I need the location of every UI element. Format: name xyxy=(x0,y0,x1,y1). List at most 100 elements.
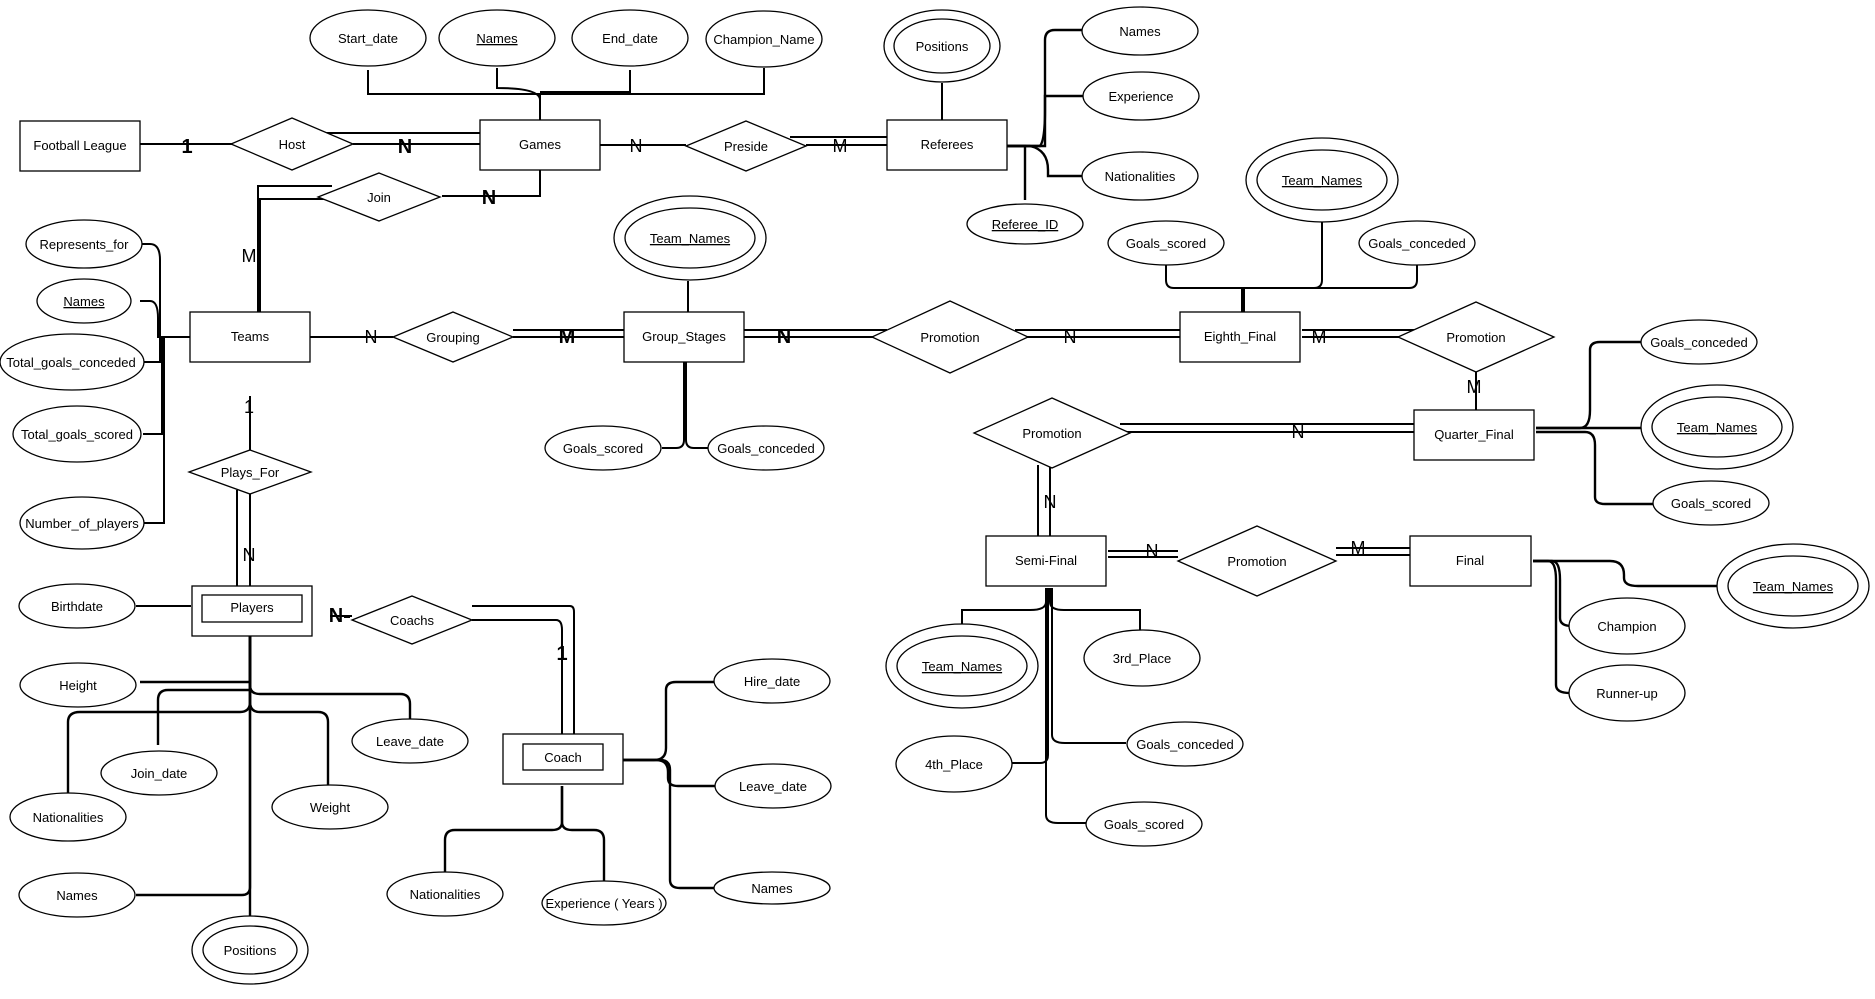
promotion-relationship-eighth-to-quarter: Promotion xyxy=(1396,301,1556,373)
cardinality-coachs-coach: 1 xyxy=(556,643,567,665)
svg-text:Referees: Referees xyxy=(921,137,974,152)
quarter-team-names-multivalued-key-attribute: Team_Names xyxy=(1640,384,1794,470)
teams-represents-for-attribute: Represents_for xyxy=(25,219,143,269)
svg-text:Experience ( Years ): Experience ( Years ) xyxy=(545,896,662,911)
svg-text:Goals_scored: Goals_scored xyxy=(1671,496,1751,511)
cardinality-labels: 1 N N M N M N M N N M M N N N M 1 N N 1 xyxy=(181,136,1481,665)
games-entity: Games xyxy=(479,119,601,171)
group-goals-scored-attribute: Goals_scored xyxy=(544,425,662,471)
players-leave-date-attribute: Leave_date xyxy=(351,718,469,764)
svg-text:Promotion: Promotion xyxy=(1446,330,1505,345)
svg-text:Names: Names xyxy=(56,888,98,903)
svg-text:Positions: Positions xyxy=(224,943,277,958)
coachs-relationship: Coachs xyxy=(350,595,474,645)
svg-text:Runner-up: Runner-up xyxy=(1596,686,1657,701)
promotion-relationship-quarter-to-semi: Promotion xyxy=(972,397,1132,469)
svg-text:Coach: Coach xyxy=(544,750,582,765)
svg-text:Games: Games xyxy=(519,137,561,152)
svg-text:Height: Height xyxy=(59,678,97,693)
svg-text:Eighth_Final: Eighth_Final xyxy=(1204,329,1276,344)
semi-4th-place-attribute: 4th_Place xyxy=(895,735,1013,793)
svg-text:Players: Players xyxy=(230,600,274,615)
svg-text:Goals_scored: Goals_scored xyxy=(1126,236,1206,251)
cardinality-promotion-eighth: N xyxy=(1064,327,1077,347)
svg-text:Join_date: Join_date xyxy=(131,766,187,781)
cardinality-semi-promotion: N xyxy=(1146,541,1159,561)
svg-text:Number_of_players: Number_of_players xyxy=(25,516,139,531)
referees-entity: Referees xyxy=(886,119,1008,171)
teams-names-key-attribute: Names xyxy=(36,278,132,324)
teams-number-of-players-attribute: Number_of_players xyxy=(19,496,145,550)
final-team-names-multivalued-key-attribute: Team_Names xyxy=(1716,543,1870,629)
svg-text:Nationalities: Nationalities xyxy=(410,887,481,902)
semi-team-names-multivalued-key-attribute: Team_Names xyxy=(885,623,1039,709)
svg-text:Teams: Teams xyxy=(231,329,270,344)
svg-text:Champion_Name: Champion_Name xyxy=(713,32,814,47)
cardinality-group-promotion: N xyxy=(777,326,791,348)
coach-nationalities-attribute: Nationalities xyxy=(386,871,504,917)
svg-text:Grouping: Grouping xyxy=(426,330,479,345)
svg-text:End_date: End_date xyxy=(602,31,658,46)
cardinality-plays-for-players: N xyxy=(243,545,256,565)
svg-text:3rd_Place: 3rd_Place xyxy=(1113,651,1172,666)
svg-text:Promotion: Promotion xyxy=(1022,426,1081,441)
svg-text:Goals_scored: Goals_scored xyxy=(1104,817,1184,832)
svg-text:4th_Place: 4th_Place xyxy=(925,757,983,772)
svg-text:Team_Names: Team_Names xyxy=(1282,173,1363,188)
cardinality-promotion-quarter: N xyxy=(1292,422,1305,442)
join-relationship: Join xyxy=(316,172,442,222)
svg-text:Goals_conceded: Goals_conceded xyxy=(717,441,815,456)
football-league-entity: Football League xyxy=(19,120,141,172)
svg-text:Referee_ID: Referee_ID xyxy=(992,217,1058,232)
teams-entity: Teams xyxy=(189,311,311,363)
svg-text:Nationalities: Nationalities xyxy=(1105,169,1176,184)
svg-text:Leave_date: Leave_date xyxy=(739,779,807,794)
referees-names-attribute: Names xyxy=(1081,6,1199,56)
svg-text:Experience: Experience xyxy=(1108,89,1173,104)
svg-text:Goals_scored: Goals_scored xyxy=(563,441,643,456)
svg-text:Team_Names: Team_Names xyxy=(1753,579,1834,594)
svg-text:Join: Join xyxy=(367,190,391,205)
final-entity: Final xyxy=(1409,535,1532,587)
svg-text:Quarter_Final: Quarter_Final xyxy=(1434,427,1514,442)
svg-text:Champion: Champion xyxy=(1597,619,1656,634)
referees-nationalities-attribute: Nationalities xyxy=(1081,151,1199,201)
svg-text:Names: Names xyxy=(63,294,105,309)
svg-text:Total_goals_scored: Total_goals_scored xyxy=(21,427,133,442)
plays-for-relationship: Plays_For xyxy=(187,449,313,495)
cardinality-grouping-group: M xyxy=(559,326,576,348)
grouping-relationship: Grouping xyxy=(391,311,515,363)
svg-text:Total_goals_conceded: Total_goals_conceded xyxy=(6,355,135,370)
coach-weak-entity: Coach xyxy=(502,733,624,785)
cardinality-promotion-final: M xyxy=(1351,538,1366,558)
teams-total-goals-conceded-attribute: Total_goals_conceded xyxy=(0,333,145,391)
cardinality-preside-referees: M xyxy=(833,136,848,156)
group-stages-entity: Group_Stages xyxy=(623,311,745,363)
games-end-date-attribute: End_date xyxy=(571,9,689,67)
svg-text:Names: Names xyxy=(476,31,518,46)
players-names-attribute: Names xyxy=(18,872,136,918)
svg-text:Coachs: Coachs xyxy=(390,613,435,628)
svg-text:Goals_conceded: Goals_conceded xyxy=(1368,236,1466,251)
players-weak-entity: Players xyxy=(191,585,313,637)
svg-text:Goals_conceded: Goals_conceded xyxy=(1136,737,1234,752)
referees-experience-attribute: Experience xyxy=(1082,71,1200,121)
svg-text:Represents_for: Represents_for xyxy=(40,237,130,252)
cardinality-games-preside: N xyxy=(630,136,643,156)
cardinality-host-games: N xyxy=(398,136,412,158)
cardinality-teams-join: M xyxy=(242,246,257,266)
svg-text:Preside: Preside xyxy=(724,139,768,154)
coach-leave-date-attribute: Leave_date xyxy=(714,763,832,809)
quarter-goals-scored-attribute: Goals_scored xyxy=(1652,480,1770,526)
referees-id-key-attribute: Referee_ID xyxy=(966,203,1084,245)
svg-text:Final: Final xyxy=(1456,553,1484,568)
svg-text:Start_date: Start_date xyxy=(338,31,398,46)
eighth-goals-conceded-attribute: Goals_conceded xyxy=(1358,220,1476,266)
svg-text:Nationalities: Nationalities xyxy=(33,810,104,825)
svg-text:Promotion: Promotion xyxy=(1227,554,1286,569)
svg-text:Football League: Football League xyxy=(33,138,126,153)
semi-3rd-place-attribute: 3rd_Place xyxy=(1083,629,1201,687)
eighth-team-names-multivalued-key-attribute: Team_Names xyxy=(1245,137,1399,223)
svg-text:Positions: Positions xyxy=(916,39,969,54)
